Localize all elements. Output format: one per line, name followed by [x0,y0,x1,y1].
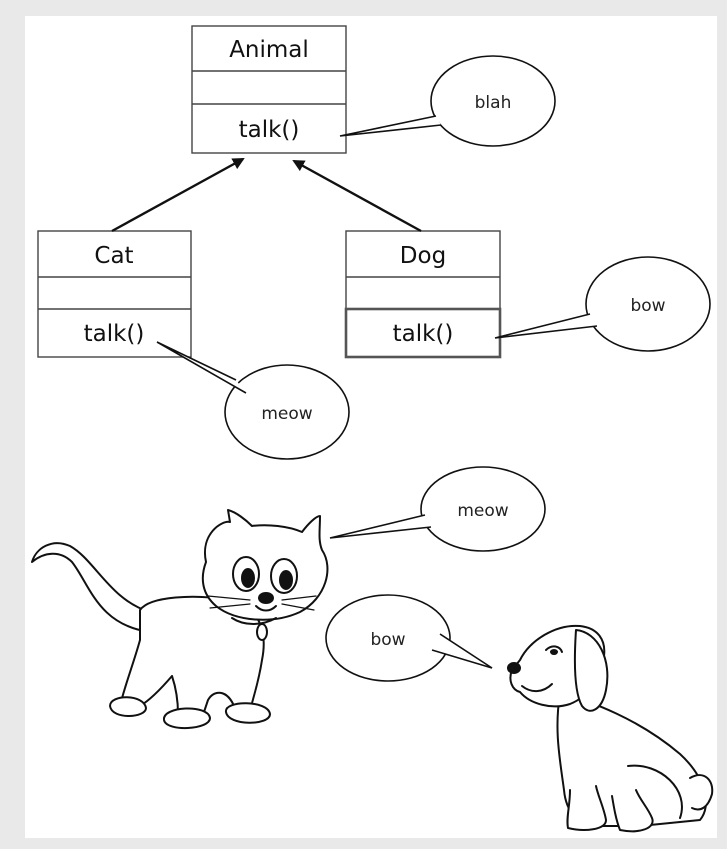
dog-picture-bubble: bow [325,594,493,682]
dog-class-name: Dog [400,243,446,269]
dog-talk-bubble: bow [494,256,711,352]
cat-class-name: Cat [94,243,133,269]
cat-picture-bubble: meow [329,466,546,552]
cat-picture-bubble-text: meow [457,501,508,521]
cat-talk-bubble: meow [156,341,350,460]
dog-illustration [507,624,714,833]
cat-class-method: talk() [84,321,145,347]
animal-class-name: Animal [229,37,309,63]
cat-illustration [31,509,329,730]
cat-talk-bubble-text: meow [261,404,312,424]
animal-talk-bubble: blah [339,55,556,147]
cat-class-box: Cat talk() [37,230,192,358]
dog-picture-bubble-text: bow [370,630,405,650]
animal-class-box: Animal talk() [191,25,347,154]
dog-class-method: talk() [393,321,454,347]
dog-class-box: Dog talk() [344,230,502,359]
dog-talk-bubble-text: bow [630,296,665,316]
dog-inherits-arrow [292,159,422,233]
animal-class-method: talk() [239,117,300,143]
cat-inherits-arrow [111,157,245,233]
animal-talk-bubble-text: blah [475,93,512,113]
